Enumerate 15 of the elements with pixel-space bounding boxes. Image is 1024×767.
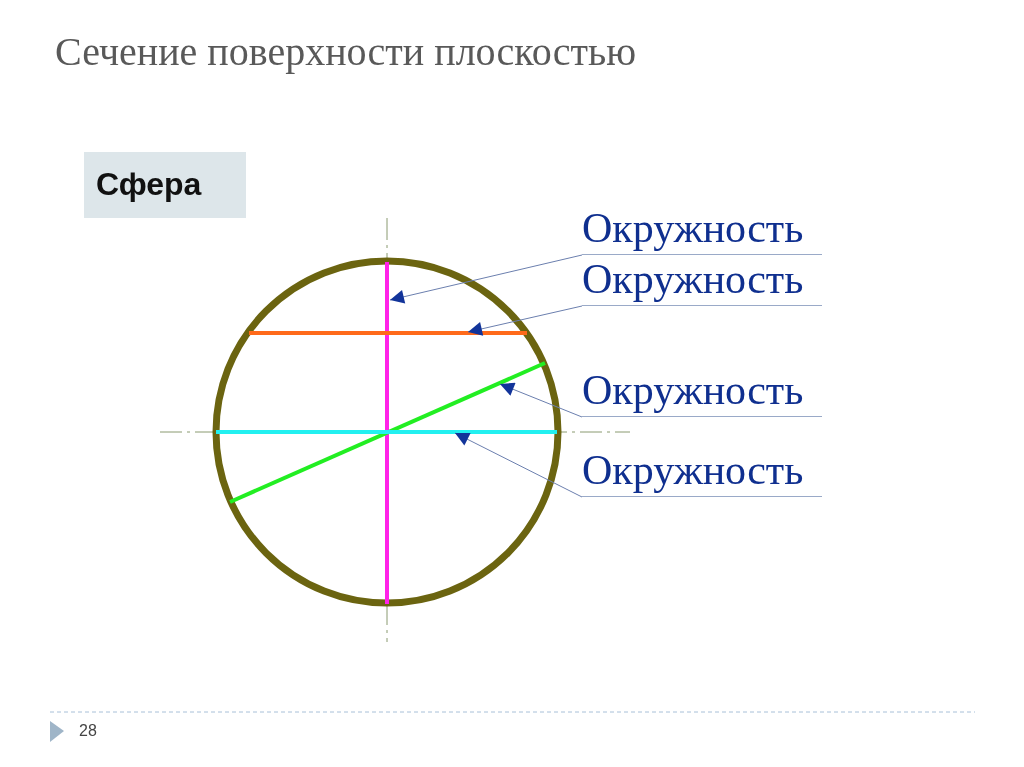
leader-line [389,254,583,304]
leader-line [454,432,583,498]
shape-name-label: Сфера [84,152,246,218]
callout-label: Окружность [582,205,822,255]
page-number: 28 [79,722,97,740]
section-line [249,331,527,335]
leader-line [467,305,583,336]
callout-label: Окружность [582,367,822,417]
leader-line [499,382,583,418]
section-line [385,262,389,604]
slide-title: Сечение поверхности плоскостью [55,28,637,75]
callout-label: Окружность [582,447,822,497]
section-line [229,361,546,504]
callout-label: Окружность [582,256,822,306]
section-line [216,430,557,434]
